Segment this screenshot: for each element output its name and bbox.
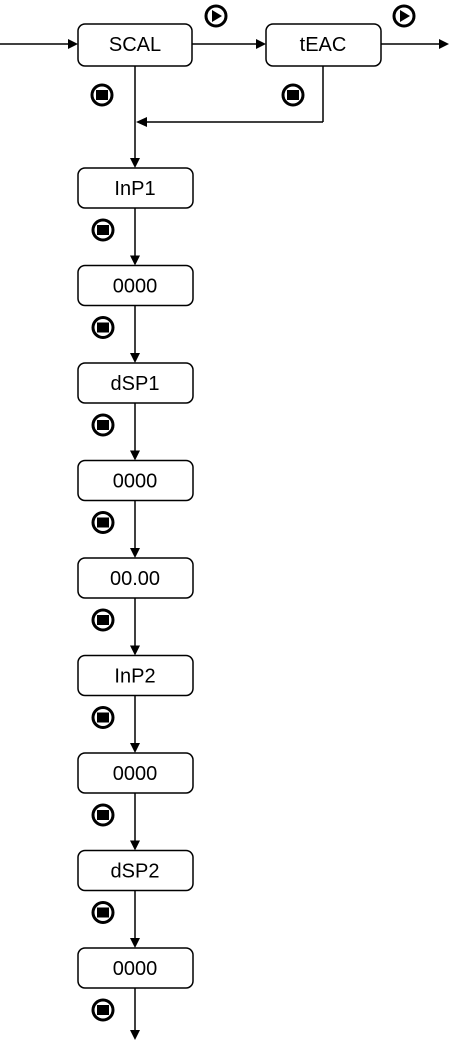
stop-button-icon: [90, 83, 114, 107]
menu-label-teac: tEAC: [300, 34, 347, 56]
menu-box-val4: 0000: [77, 947, 194, 989]
scal-to-teac-arrow-head: [256, 39, 266, 49]
connector-arrow-head: [130, 353, 140, 363]
connector-arrow-head: [130, 743, 140, 753]
stop-button-icon: [91, 511, 115, 534]
stop-button-icon: [91, 706, 115, 729]
connector-arrow-head: [130, 255, 140, 266]
menu-box-dsp2: dSP2: [77, 849, 194, 892]
menu-label-inp1: InP1: [114, 178, 155, 200]
menu-box-dec: 00.00: [77, 557, 194, 599]
menu-box-teac: tEAC: [265, 23, 382, 67]
connector-arrow-head: [130, 938, 140, 948]
connector-arrow-head: [130, 548, 140, 558]
menu-label-dsp2: dSP2: [111, 861, 160, 883]
menu-label-scal: SCAL: [109, 34, 161, 56]
connector-arrow-head: [130, 1030, 140, 1040]
menu-label-dsp1: dSP1: [111, 373, 160, 395]
entry-arrow-head: [68, 39, 78, 49]
connector-arrow-head: [130, 645, 140, 656]
menu-box-val3: 0000: [77, 752, 194, 794]
connector-arrow-head: [130, 840, 140, 851]
menu-box-dsp1: dSP1: [77, 362, 194, 404]
menu-label-inp2: InP2: [114, 666, 155, 688]
menu-label-val3: 0000: [113, 763, 158, 785]
connector-arrow-head: [130, 450, 140, 461]
stop-button-icon: [91, 901, 115, 924]
menu-box-val1: 0000: [77, 264, 194, 307]
teac-exit-arrow-head: [439, 39, 449, 49]
menu-label-val4: 0000: [113, 958, 158, 980]
stop-button-icon: [91, 413, 115, 437]
play-button-icon: [204, 4, 228, 28]
menu-box-inp2: InP2: [77, 654, 194, 697]
menu-label-val1: 0000: [113, 276, 158, 298]
stop-button-icon: [91, 608, 115, 632]
stop-button-icon: [91, 803, 115, 827]
teac-return-arrow-head: [136, 117, 147, 127]
menu-box-inp1: InP1: [77, 167, 194, 209]
menu-label-dec: 00.00: [110, 568, 160, 590]
stop-button-icon: [281, 83, 305, 107]
menu-label-val2: 0000: [113, 471, 158, 493]
scal-down-arrow-head: [130, 158, 140, 168]
play-button-icon: [392, 4, 416, 28]
stop-button-icon: [91, 218, 115, 242]
stop-button-icon: [91, 316, 115, 339]
menu-box-val2: 0000: [77, 459, 194, 502]
menu-box-scal: SCAL: [77, 23, 193, 67]
stop-button-icon: [91, 998, 115, 1022]
